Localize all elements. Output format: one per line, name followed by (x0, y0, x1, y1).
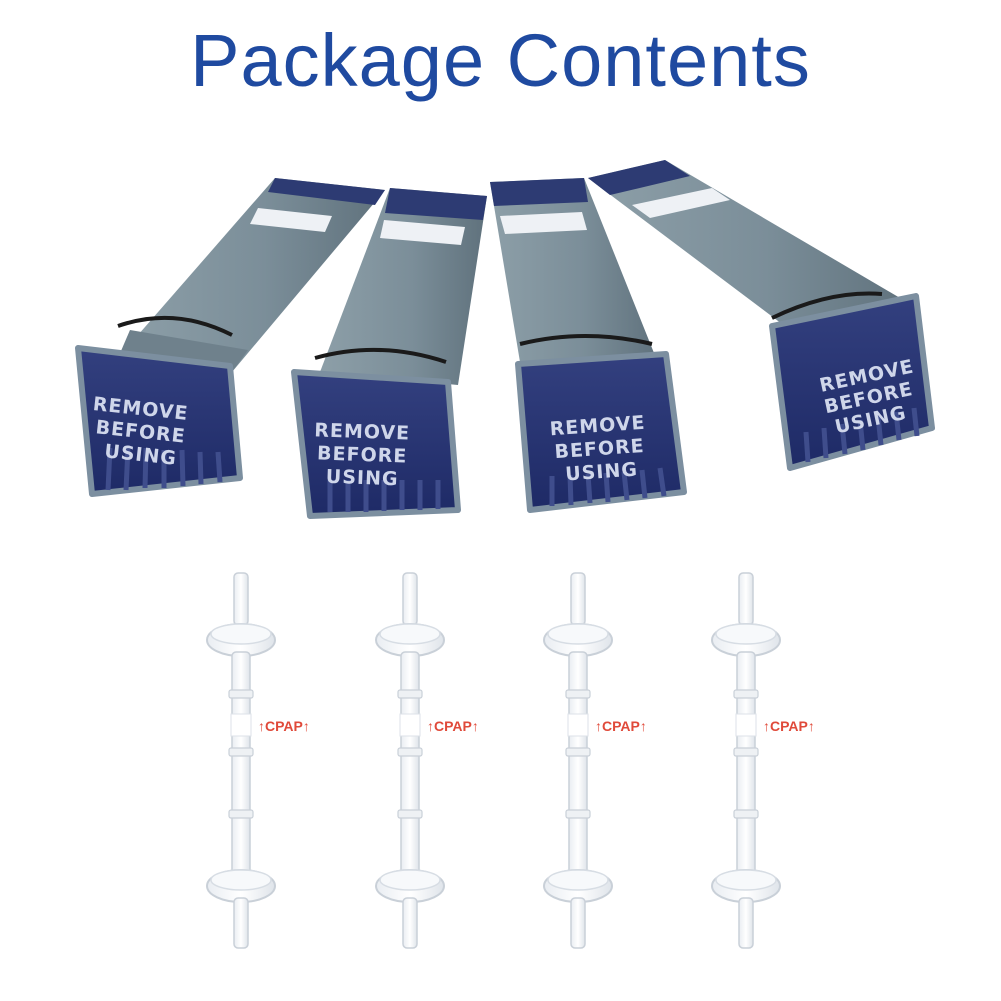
box-cap: REMOVE BEFORE USING (291, 369, 461, 519)
cpap-filter-assembly: ↑CPAP↑ (206, 572, 310, 949)
cap-line: BEFORE (317, 442, 408, 467)
cpap-filter-assembly: ↑CPAP↑ (375, 572, 479, 949)
page-title: Package Contents (190, 19, 811, 102)
box-cap: REMOVE BEFORE USING (515, 351, 687, 513)
box-cap: REMOVE BEFORE USING (75, 345, 243, 497)
filter-box: REMOVE BEFORE USING (75, 178, 385, 497)
filter-box: REMOVE BEFORE USING (588, 160, 935, 471)
filter-box: REMOVE BEFORE USING (291, 188, 487, 519)
cap-line: USING (326, 466, 399, 491)
cpap-filter-assembly: ↑CPAP↑ (543, 572, 647, 949)
cpap-label: ↑CPAP↑ (258, 718, 310, 734)
box-cap: REMOVE BEFORE USING (769, 293, 935, 471)
cap-line: REMOVE (314, 419, 411, 444)
cpap-label: ↑CPAP↑ (763, 718, 815, 734)
cpap-label: ↑CPAP↑ (595, 718, 647, 734)
cpap-filter-assembly: ↑CPAP↑ (711, 572, 815, 949)
cpap-label: ↑CPAP↑ (427, 718, 479, 734)
filter-box: REMOVE BEFORE USING (490, 178, 687, 513)
cap-line: USING (565, 459, 639, 486)
